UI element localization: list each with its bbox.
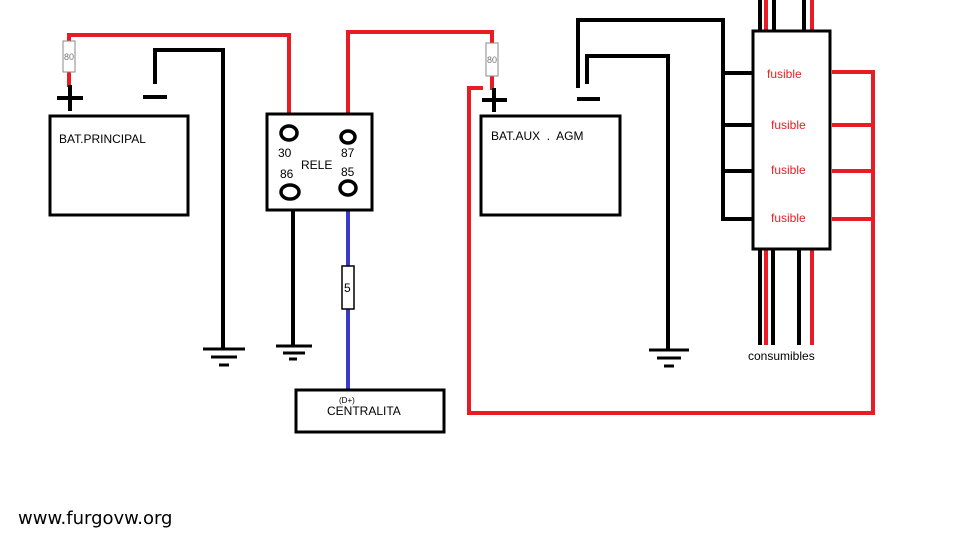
main-battery-label: BAT.PRINCIPAL [59,132,146,146]
relay-pin-86-label: 86 [280,167,294,181]
ground-symbol-main [203,347,245,367]
main-fuse-rating: 80 [64,52,74,62]
relay-pin-86-terminal [279,183,301,201]
fuse-label-2: fusible [771,118,806,132]
ground-symbol-relay [276,344,312,361]
relay-pin-87-terminal [339,129,357,145]
aux-fuse-rating: 80 [487,55,497,65]
watermark: www.furgovw.org [18,508,172,529]
wire-aux-positive-bus [576,18,753,221]
main-battery-plus-icon [57,85,83,111]
wire-aux-negative [585,54,670,350]
ground-symbol-aux [649,348,689,368]
relay-pin-87-label: 87 [341,146,355,160]
signal-fuse-rating: 5 [344,281,351,295]
consumers-label: consumibles [748,349,815,363]
aux-battery-label: BAT.AUX . AGM [491,129,583,143]
fuse-label-3: fusible [771,163,806,177]
centralita-box [294,388,446,434]
signal-fuse: 5 [341,265,355,310]
aux-battery-plus-icon [482,88,507,112]
relay-label: RELE [301,158,332,172]
centralita-label: CENTRALITA [327,404,401,418]
aux-battery-fuse: 80 [485,42,499,77]
relay-pin-30-label: 30 [278,146,292,160]
d-plus-label: (D+) [339,396,355,405]
relay-pin-30-terminal [279,124,299,142]
main-battery [48,114,190,217]
black-wires [153,0,806,350]
relay-pin-85-label: 85 [341,165,355,179]
aux-battery [479,114,622,217]
fuse-label-4: fusible [771,211,806,225]
fuse-box [751,29,832,251]
fuse-label-1: fusible [767,67,802,81]
main-battery-fuse: 80 [62,40,76,73]
wire-main-negative [153,48,225,349]
red-wires [67,0,875,415]
relay-pin-85-terminal [338,179,358,197]
wire-fuse-return [467,70,875,415]
